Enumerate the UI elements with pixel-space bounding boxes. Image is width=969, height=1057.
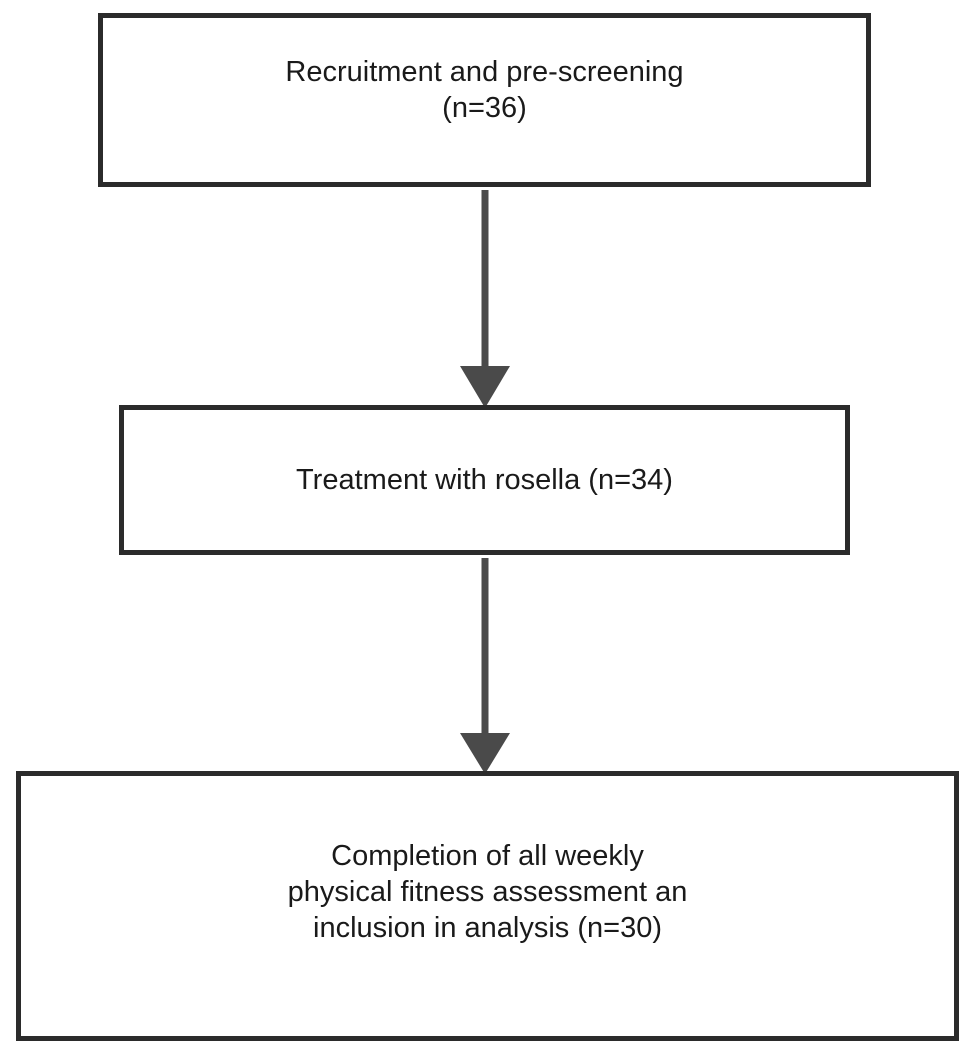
- flow-step-treatment: Treatment with rosella (n=34): [119, 405, 850, 555]
- step-text-line: (n=36): [442, 92, 527, 124]
- flow-step-recruitment: Recruitment and pre-screening (n=36): [98, 13, 871, 187]
- step-text-line: inclusion in analysis (n=30): [313, 912, 662, 944]
- step-text-line: Treatment with rosella (n=34): [296, 464, 673, 496]
- flow-step-completion: Completion of all weekly physical fitnes…: [16, 771, 959, 1041]
- arrow-step1-to-step2: [460, 190, 510, 408]
- step-text-line: physical fitness assessment an: [287, 876, 688, 908]
- step-text-line: Completion of all weekly: [331, 840, 644, 872]
- arrow-step2-to-step3: [460, 558, 510, 774]
- step-text-line: Recruitment and pre-screening: [285, 56, 684, 88]
